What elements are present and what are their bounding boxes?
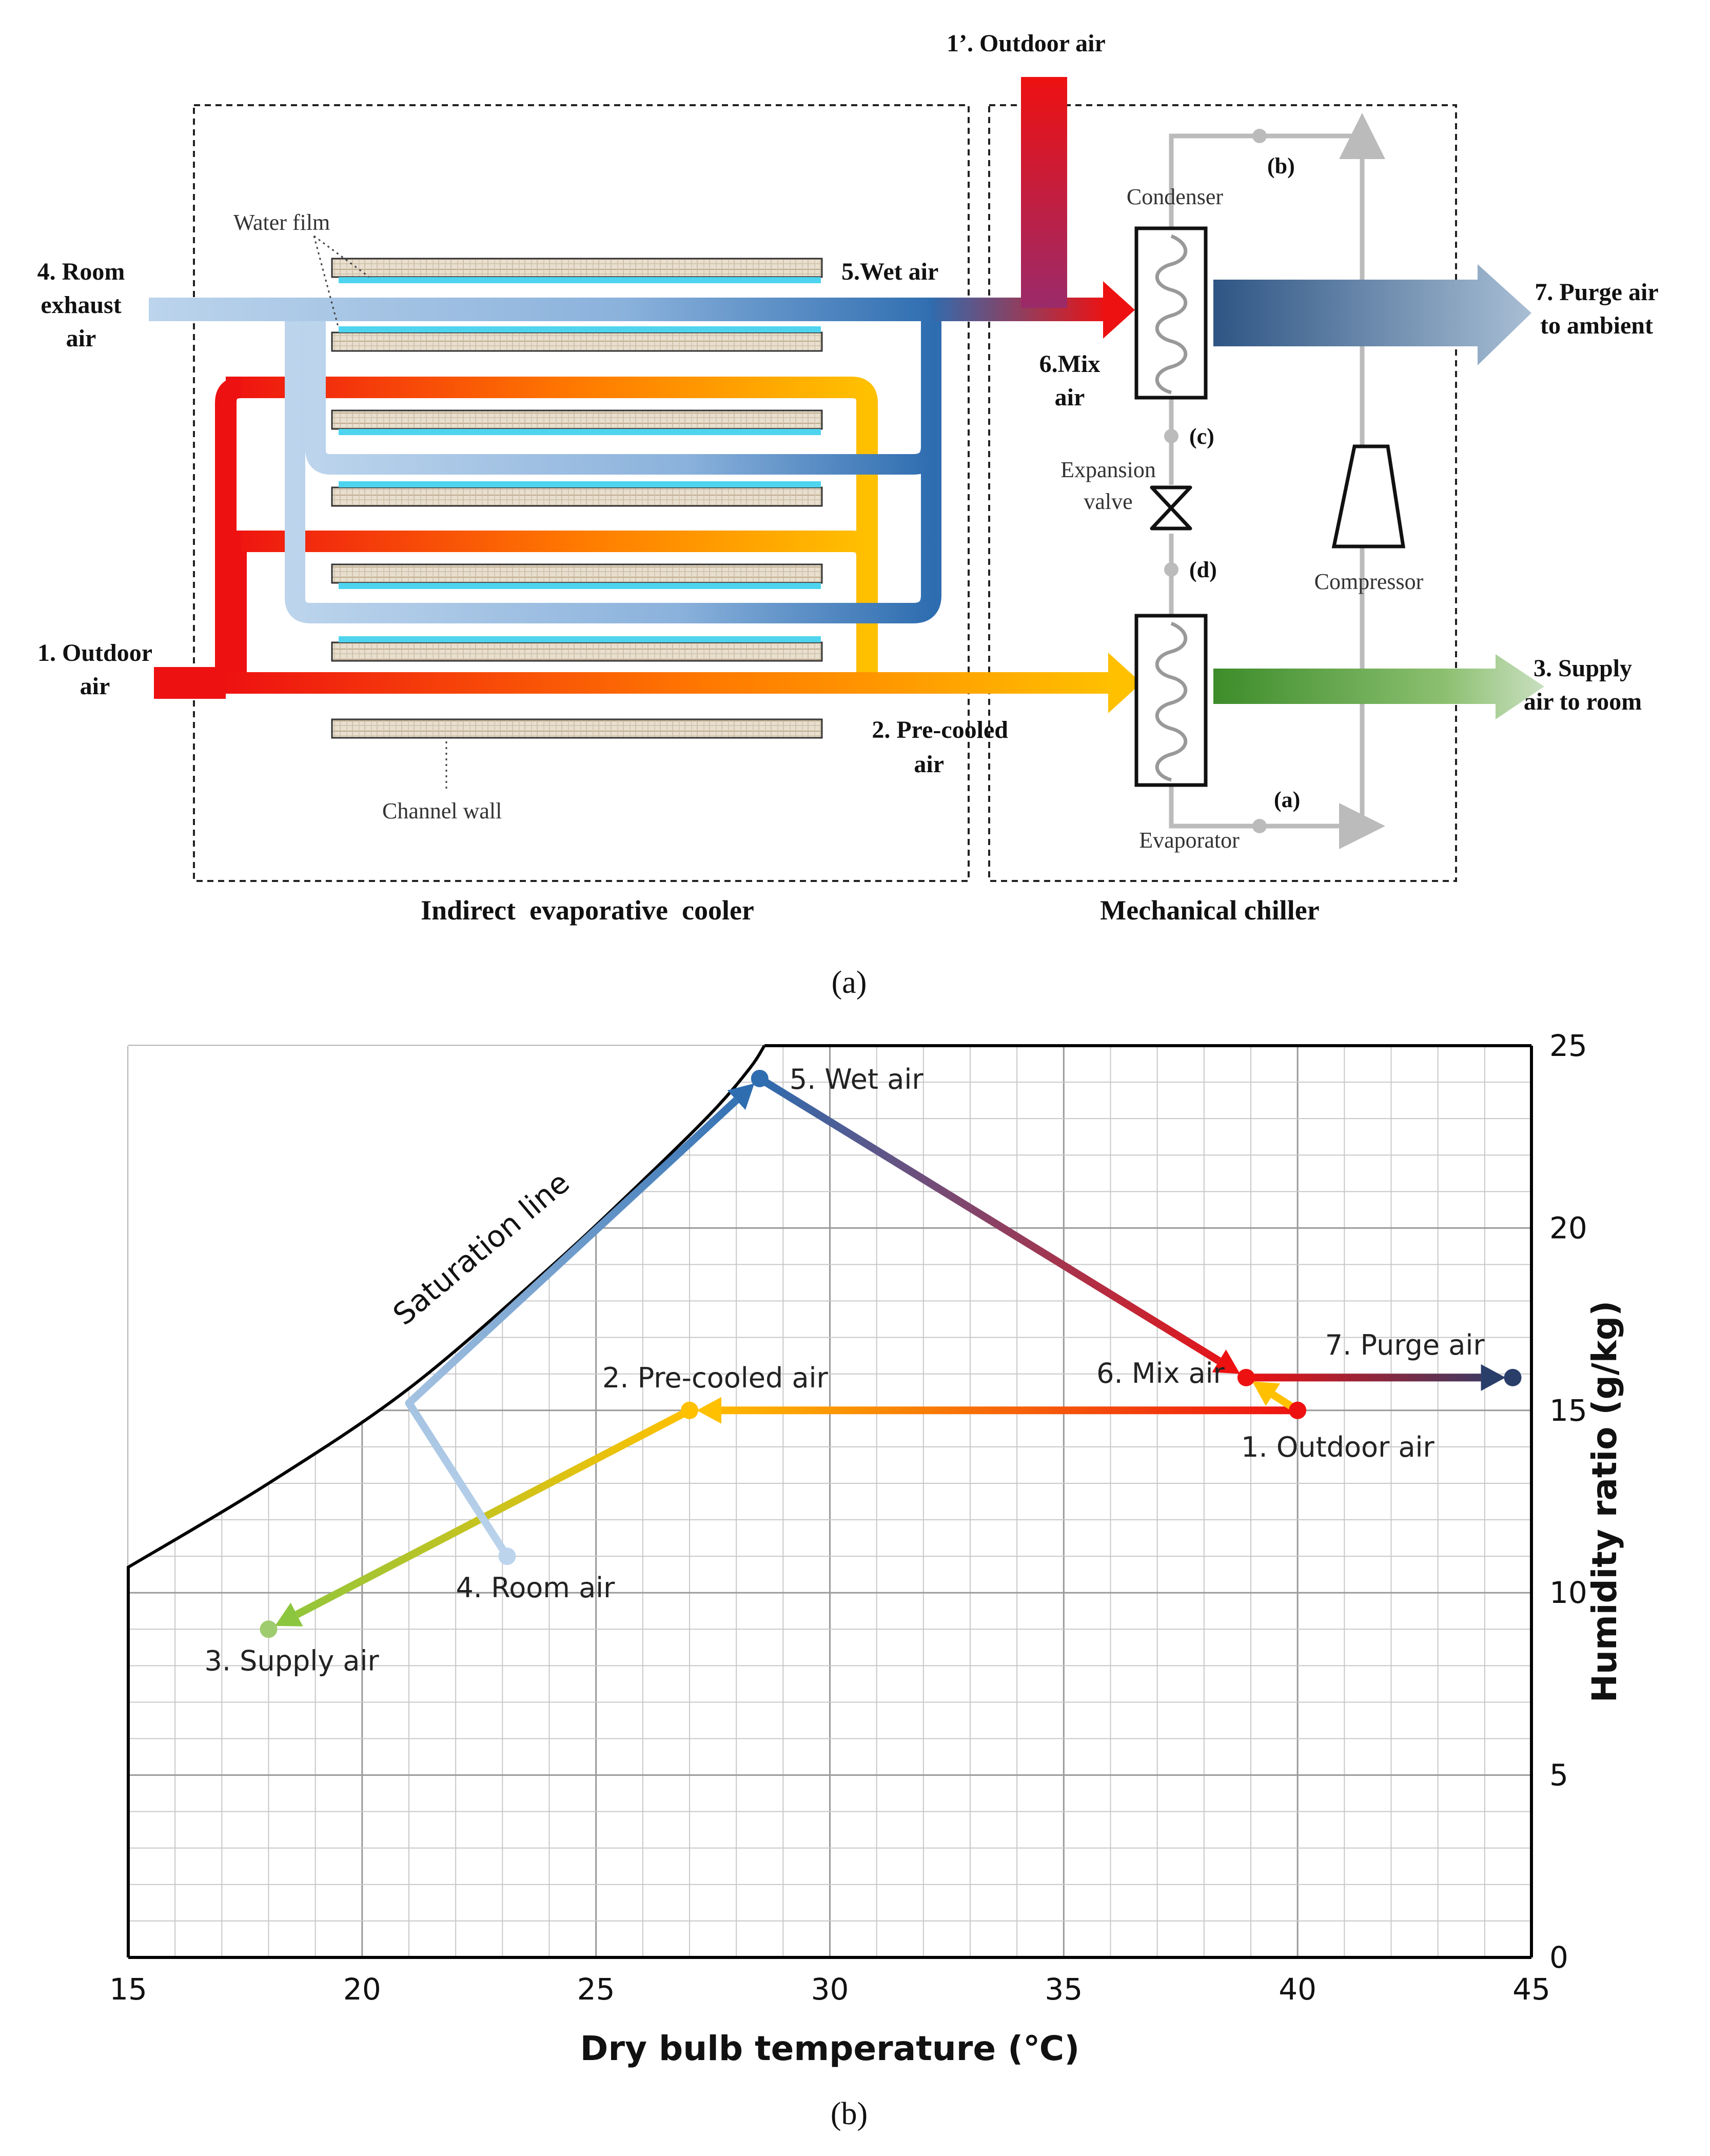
x-tick-label: 25 xyxy=(577,1972,615,2007)
precooled-label-1: 2. Pre-cooled xyxy=(872,716,1008,743)
y-tick-label: 25 xyxy=(1549,1028,1587,1063)
room-exhaust-label-3: air xyxy=(66,325,96,352)
primary-air-paths xyxy=(215,377,878,682)
y-axis-title: Humidity ratio (g/kg) xyxy=(1585,1301,1624,1702)
state-points: 1. Outdoor air 2. Pre-cooled air 3. Supply… xyxy=(205,1063,1522,1677)
state-point xyxy=(498,1547,516,1565)
x-tick-label: 15 xyxy=(109,1972,147,2007)
purge-air-arrow xyxy=(1213,264,1531,365)
saturation-line xyxy=(127,1045,766,1957)
state-label: 7. Purge air xyxy=(1325,1329,1485,1361)
mechanical-chiller-box xyxy=(988,104,1457,882)
state-point xyxy=(260,1620,278,1638)
y-tick-label: 20 xyxy=(1549,1210,1587,1245)
secondary-air-paths xyxy=(285,318,941,623)
compressor-icon xyxy=(1331,444,1406,548)
indirect-evaporative-cooler-title: Indirect evaporative cooler xyxy=(421,895,754,926)
outdoor-air-inlet xyxy=(154,667,226,699)
state-label: 1. Outdoor air xyxy=(1241,1431,1434,1463)
process-line xyxy=(405,1097,739,1559)
state-point xyxy=(681,1401,698,1419)
outdoor-air-label-1: 1. Outdoor xyxy=(37,639,152,667)
state-a-label: (a) xyxy=(1274,787,1300,812)
state-c-label: (c) xyxy=(1189,424,1214,449)
water-film-label: Water film xyxy=(233,210,330,235)
condenser xyxy=(1134,226,1208,400)
expansion-valve-label-1: Expansion xyxy=(1060,457,1156,482)
state-label: 3. Supply air xyxy=(205,1644,380,1677)
state-b-label: (b) xyxy=(1267,153,1295,179)
x-axis-title: Dry bulb temperature (℃) xyxy=(580,2029,1080,2068)
process-arrowhead xyxy=(1481,1364,1506,1391)
wet-to-mix-channel xyxy=(929,298,1108,321)
mix-air-label-2: air xyxy=(1055,384,1085,411)
process-lines xyxy=(274,1075,1506,1626)
evaporator-label: Evaporator xyxy=(1139,828,1240,853)
x-tick-label: 20 xyxy=(343,1972,381,2007)
y-tick-label: 15 xyxy=(1549,1393,1587,1428)
process-arrowhead xyxy=(697,1397,721,1424)
state-point xyxy=(1237,1368,1255,1386)
precooled-label-2: air xyxy=(914,751,944,778)
state-point xyxy=(1504,1368,1522,1386)
y-tick-label: 10 xyxy=(1549,1575,1587,1610)
outdoor-air-bypass xyxy=(1021,77,1067,308)
state-point xyxy=(751,1069,769,1087)
process-line xyxy=(757,1075,1221,1364)
process-arrowhead xyxy=(727,1083,755,1110)
state-points xyxy=(1164,129,1267,833)
expansion-valve-icon xyxy=(1150,485,1192,531)
y-tick-label: 0 xyxy=(1549,1940,1568,1975)
leader-lines xyxy=(313,235,447,790)
process-arrowhead xyxy=(1252,1381,1281,1406)
process-line xyxy=(295,1407,692,1618)
supply-label-2: air to room xyxy=(1524,688,1642,715)
x-tick-label: 45 xyxy=(1512,1972,1550,2007)
room-exhaust-inlet xyxy=(149,298,939,321)
supply-label-1: 3. Supply xyxy=(1534,655,1632,682)
state-label: 5. Wet air xyxy=(790,1063,924,1095)
y-tick-labels: 0 5 10 15 20 25 xyxy=(1549,1028,1587,1975)
mix-arrow-head xyxy=(1103,281,1135,339)
panel-a-caption: (a) xyxy=(832,965,867,1000)
x-tick-label: 40 xyxy=(1279,1972,1316,2007)
supersaturated-region xyxy=(128,1046,764,1567)
chart-grid xyxy=(127,1045,1532,1958)
channel-walls xyxy=(331,258,823,739)
state-point xyxy=(1289,1401,1307,1419)
y-tick-label: 5 xyxy=(1549,1758,1568,1793)
room-exhaust-label-2: exhaust xyxy=(41,291,121,319)
room-exhaust-label-1: 4. Room xyxy=(37,258,125,285)
condenser-label: Condenser xyxy=(1127,184,1224,209)
outdoor-air-label-2: air xyxy=(80,673,110,700)
mechanical-chiller-title: Mechanical chiller xyxy=(1100,895,1319,926)
process-arrowhead xyxy=(274,1602,303,1626)
state-label: 6. Mix air xyxy=(1096,1357,1225,1389)
state-d-label: (d) xyxy=(1189,557,1217,582)
purge-label-1: 7. Purge air xyxy=(1535,279,1658,306)
supply-air-arrow xyxy=(1213,654,1544,719)
panel-a: 1’. Outdoor air 4. Room exhaust air 1. O… xyxy=(37,30,1659,1000)
precooled-arrow-head xyxy=(1108,653,1142,713)
expansion-valve-label-2: valve xyxy=(1084,489,1132,514)
evaporator xyxy=(1134,614,1208,787)
wet-air-label: 5.Wet air xyxy=(841,258,938,285)
compressor-label: Compressor xyxy=(1314,569,1424,594)
state-label: 2. Pre-cooled air xyxy=(602,1362,829,1394)
panel-b: 15 20 25 30 35 40 45 0 5 10 15 20 25 1. Outdoor air… xyxy=(109,1028,1624,2131)
purge-label-2: to ambient xyxy=(1540,312,1653,339)
primary-air-main-channel xyxy=(226,672,1113,694)
channel-wall-label: Channel wall xyxy=(382,798,502,824)
outdoor-air-top-label: 1’. Outdoor air xyxy=(947,30,1106,57)
x-tick-label: 35 xyxy=(1045,1972,1083,2007)
process-arrowhead xyxy=(1212,1349,1240,1374)
water-films xyxy=(339,277,821,642)
x-tick-labels: 15 20 25 30 35 40 45 xyxy=(109,1972,1550,2007)
x-tick-label: 30 xyxy=(811,1972,849,2007)
state-label: 4. Room air xyxy=(456,1572,615,1604)
mix-air-label-1: 6.Mix xyxy=(1039,350,1100,378)
panel-b-caption: (b) xyxy=(831,2096,868,2131)
